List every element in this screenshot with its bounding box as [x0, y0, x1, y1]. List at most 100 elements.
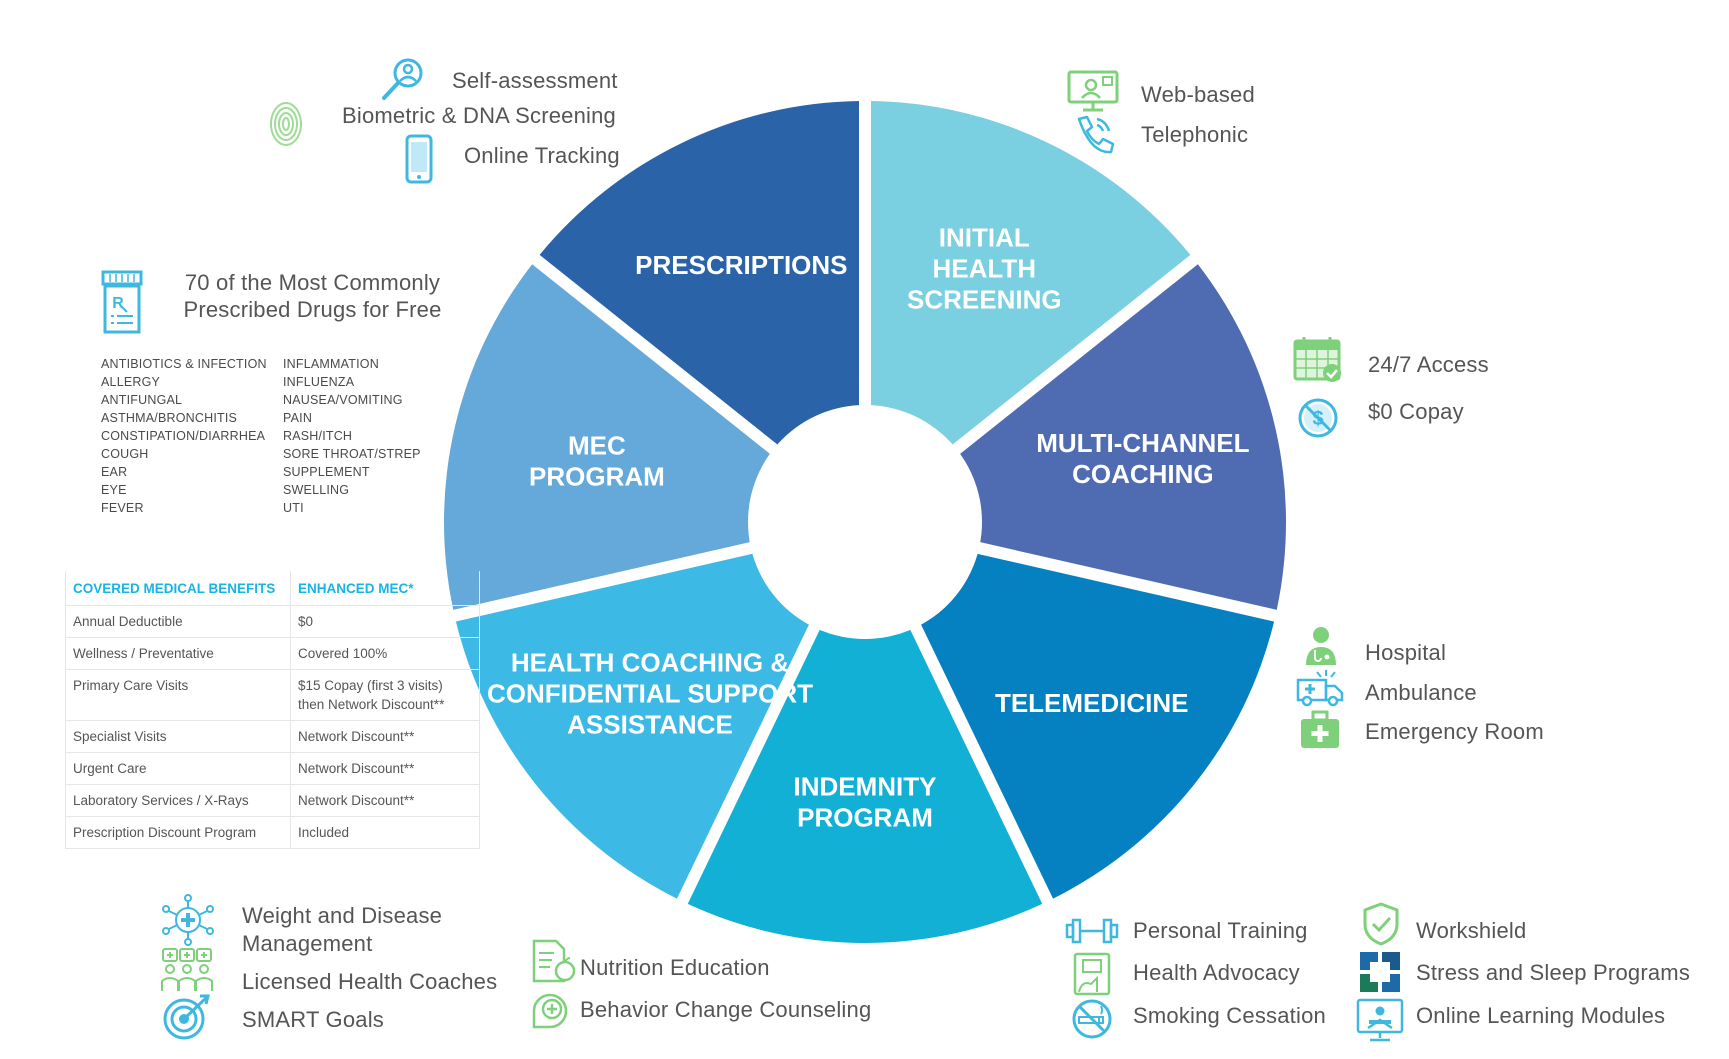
segment-indemnity-program [687, 618, 1043, 943]
benefit-cell: Annual Deductible [65, 605, 291, 638]
segment-label-line: TELEMEDICINE [995, 688, 1189, 718]
segment-initial-health-screening [870, 101, 1191, 453]
calendar-check-icon [1293, 337, 1341, 382]
drug-category-item: INFLUENZA [283, 375, 355, 389]
table-row: Annual Deductible$0 [65, 605, 480, 638]
magnifier-person-icon [382, 58, 423, 100]
counseling-chat-icon [532, 993, 568, 1029]
drug-category-item: ALLERGY [101, 375, 161, 389]
health-advocacy-label: Health Advocacy [1133, 960, 1300, 985]
drug-category-item: SWELLING [283, 483, 350, 497]
coverage-cell: $0 [290, 605, 480, 638]
segment-label-line: PRESCRIPTIONS [635, 250, 847, 280]
segment-prescriptions [539, 101, 860, 453]
segment-label-line: ASSISTANCE [567, 709, 733, 739]
benefit-cell: Urgent Care [65, 752, 291, 785]
drug-category-item: PAIN [283, 411, 313, 425]
drug-category-item: SORE THROAT/STREP [283, 447, 421, 461]
weight-disease-label-line2: Management [242, 931, 373, 956]
doctor-icon [1306, 627, 1336, 665]
drug-category-item: ASTHMA/BRONCHITIS [101, 411, 238, 425]
health-advocacy-icon [1073, 952, 1111, 996]
benefit-cell: Laboratory Services / X-Rays [65, 784, 291, 817]
emergency-room-label: Emergency Room [1365, 719, 1544, 744]
access-24-7-label: 24/7 Access [1368, 352, 1489, 377]
stress-sleep-programs-label: Stress and Sleep Programs [1416, 960, 1691, 985]
drug-category-item: UTI [283, 501, 304, 515]
coverage-cell: Included [290, 816, 480, 849]
online-learning-modules-label: Online Learning Modules [1416, 1003, 1666, 1028]
benefit-cell: Primary Care Visits [65, 669, 291, 721]
shield-check-icon [1363, 902, 1399, 946]
drug-category-item: INFLAMMATION [283, 357, 379, 371]
drug-category-item: ANTIBIOTICS & INFECTION [101, 357, 267, 371]
prescriptions-headline-line1: 70 of the Most Commonly [184, 270, 441, 295]
segment-health-coaching [455, 550, 815, 899]
hospital-label: Hospital [1365, 640, 1447, 665]
benefit-cell: Wellness / Preventative [65, 637, 291, 670]
segment-label-line: CONFIDENTIAL SUPPORT [487, 678, 813, 708]
segment-label-line: MULTI-CHANNEL [1036, 428, 1249, 458]
segment-label-line: SCREENING [907, 285, 1062, 315]
coverage-cell: Network Discount** [290, 720, 480, 753]
benefit-column-header: COVERED MEDICAL BENEFITS [65, 571, 291, 606]
nutrition-document-icon [532, 939, 576, 983]
nutrition-education-label: Nutrition Education [580, 955, 770, 980]
segment-mec-program [443, 264, 781, 610]
weight-disease-label-line1: Weight and Disease [242, 903, 443, 928]
prescription-pad-icon: R [101, 270, 143, 334]
self-assessment-label: Self-assessment [452, 68, 618, 93]
segment-label-line: PROGRAM [529, 461, 665, 491]
first-aid-kit-icon [1301, 710, 1339, 748]
segment-label-line: INDEMNITY [794, 772, 937, 802]
segment-multi-channel-coaching [949, 264, 1286, 610]
drug-category-list-1: ANTIBIOTICS & INFECTION ALLERGY ANTIFUNGAL… [101, 355, 267, 517]
online-learning-icon [1356, 998, 1404, 1042]
coverage-cell: $15 Copay (first 3 visits)then Network D… [290, 669, 480, 721]
drug-category-item: RASH/ITCH [283, 429, 353, 443]
ambulance-label: Ambulance [1365, 680, 1477, 705]
telephone-icon [1077, 115, 1115, 154]
coverage-cell: Network Discount** [290, 752, 480, 785]
workshield-label: Workshield [1416, 918, 1527, 943]
drug-category-list-2: INFLAMMATION INFLUENZA NAUSEA/VOMITING PAIN… [283, 355, 421, 517]
segment-label-line: COACHING [1072, 459, 1214, 489]
mec-table-header: COVERED MEDICAL BENEFITS ENHANCED MEC* [65, 571, 480, 606]
target-goal-icon [163, 994, 210, 1040]
online-tracking-label: Online Tracking [464, 143, 620, 168]
no-dollar-icon: $ [1298, 398, 1338, 438]
drug-category-item: SUPPLEMENT [283, 465, 370, 479]
web-based-label: Web-based [1141, 82, 1255, 107]
biometric-dna-screening-label: Biometric & DNA Screening [342, 103, 616, 128]
benefit-cell: Specialist Visits [65, 720, 291, 753]
zero-copay-label: $0 Copay [1368, 399, 1464, 424]
personal-training-label: Personal Training [1133, 918, 1308, 943]
video-monitor-icon [1067, 70, 1119, 112]
fingerprint-icon [270, 102, 302, 146]
no-smoking-icon [1072, 999, 1112, 1039]
segment-label-line: HEALTH [933, 254, 1037, 284]
behavior-change-counseling-label: Behavior Change Counseling [580, 997, 872, 1022]
benefit-cell: Prescription Discount Program [65, 816, 291, 849]
enhanced-mec-column-header: ENHANCED MEC* [290, 571, 480, 606]
drug-category-item: ANTIFUNGAL [101, 393, 183, 407]
licensed-health-coaches-label: Licensed Health Coaches [242, 969, 498, 994]
drug-category-item: NAUSEA/VOMITING [283, 393, 403, 407]
medical-network-icon [162, 894, 214, 946]
segment-label-line: PROGRAM [797, 803, 933, 833]
svg-text:R: R [112, 295, 124, 312]
wheel-center [748, 405, 982, 639]
coverage-cell: Covered 100% [290, 637, 480, 670]
drug-category-item: COUGH [101, 447, 149, 461]
smart-goals-label: SMART Goals [242, 1007, 384, 1032]
segment-label-prescriptions: PRESCRIPTIONS [635, 250, 847, 280]
segment-label-telemedicine: TELEMEDICINE [995, 688, 1189, 718]
